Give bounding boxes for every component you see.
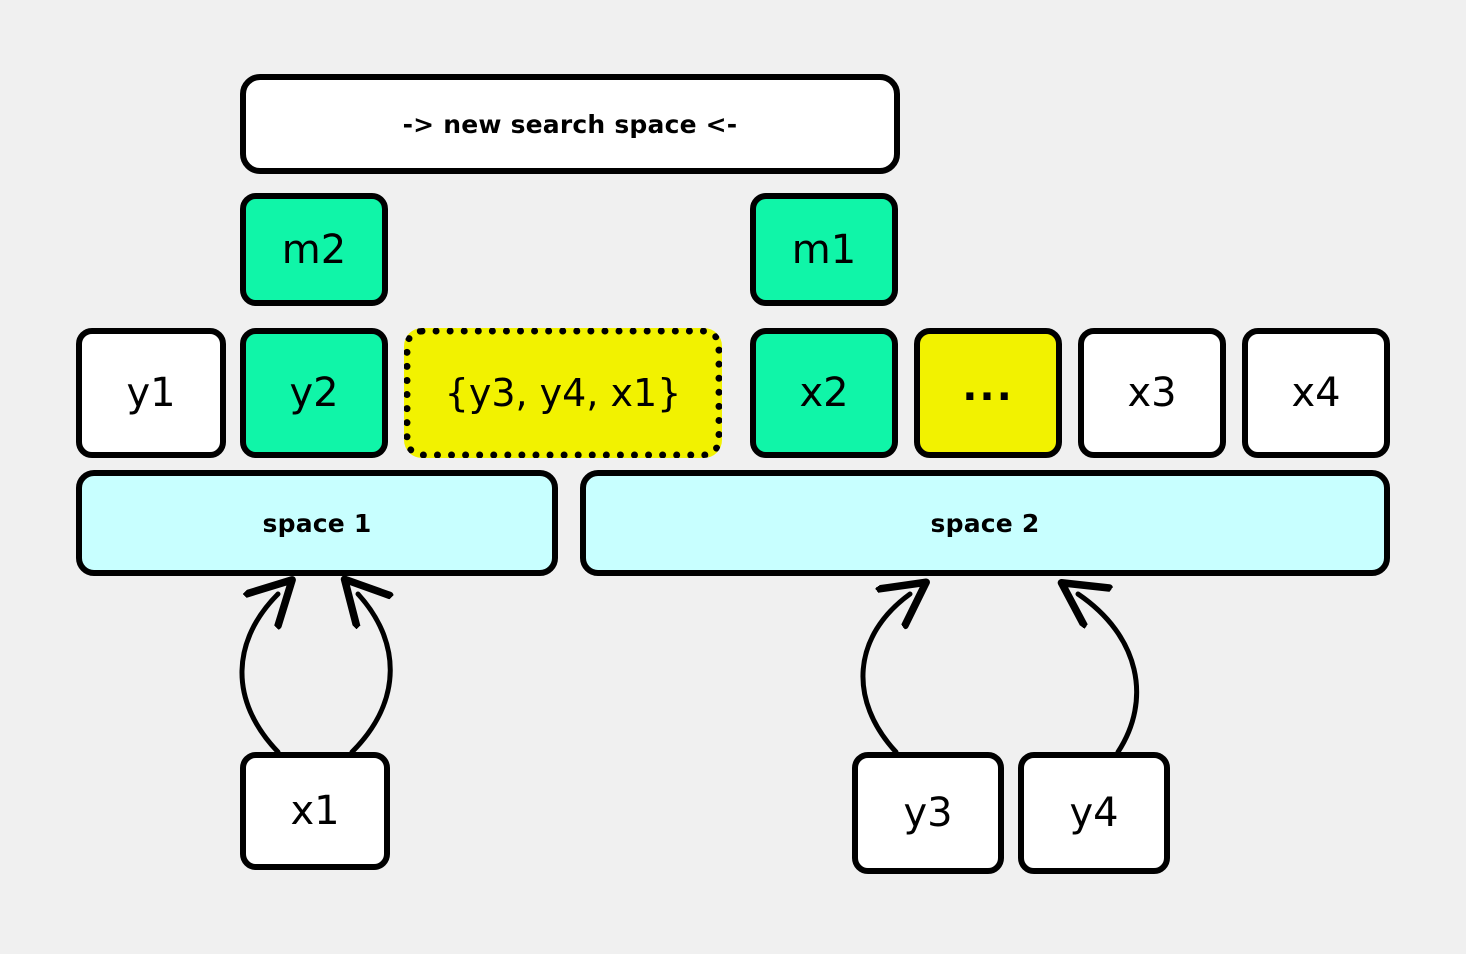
variable-y1-label: y1 bbox=[126, 370, 176, 416]
space-1-label: space 1 bbox=[262, 508, 372, 538]
module-m2[interactable]: m2 bbox=[240, 193, 388, 306]
source-y4-label: y4 bbox=[1069, 790, 1119, 836]
module-m2-label: m2 bbox=[281, 226, 347, 273]
variable-ellipsis-label: ... bbox=[962, 364, 1014, 410]
edge-x1-space1-left bbox=[239, 594, 278, 755]
source-x1-label: x1 bbox=[290, 788, 340, 834]
variable-x2-label: x2 bbox=[799, 370, 849, 416]
variable-y2-label: y2 bbox=[289, 370, 339, 416]
module-m1[interactable]: m1 bbox=[750, 193, 898, 306]
space-2-label: space 2 bbox=[930, 508, 1040, 538]
source-y4[interactable]: y4 bbox=[1018, 752, 1170, 874]
module-m1-label: m1 bbox=[791, 226, 857, 273]
variable-x3-label: x3 bbox=[1127, 370, 1177, 416]
variable-x4-label: x4 bbox=[1291, 370, 1341, 416]
variable-x4[interactable]: x4 bbox=[1242, 328, 1390, 458]
variable-set-label: {y3, y4, x1} bbox=[444, 371, 682, 415]
source-y3[interactable]: y3 bbox=[852, 752, 1004, 874]
variable-set-group[interactable]: {y3, y4, x1} bbox=[404, 328, 722, 458]
variable-y1[interactable]: y1 bbox=[76, 328, 226, 458]
new-search-space-banner[interactable]: -> new search space <- bbox=[240, 74, 900, 174]
variable-x2[interactable]: x2 bbox=[750, 328, 898, 458]
edge-y3-space2 bbox=[860, 594, 910, 755]
space-1-bar[interactable]: space 1 bbox=[76, 470, 558, 576]
edge-x1-space1-right bbox=[352, 594, 390, 755]
source-x1[interactable]: x1 bbox=[240, 752, 390, 870]
edge-y4-space2 bbox=[1078, 594, 1140, 755]
space-2-bar[interactable]: space 2 bbox=[580, 470, 1390, 576]
variable-ellipsis[interactable]: ... bbox=[914, 328, 1062, 458]
new-search-space-label: -> new search space <- bbox=[402, 109, 738, 139]
variable-y2[interactable]: y2 bbox=[240, 328, 388, 458]
source-y3-label: y3 bbox=[903, 790, 953, 836]
variable-x3[interactable]: x3 bbox=[1078, 328, 1226, 458]
